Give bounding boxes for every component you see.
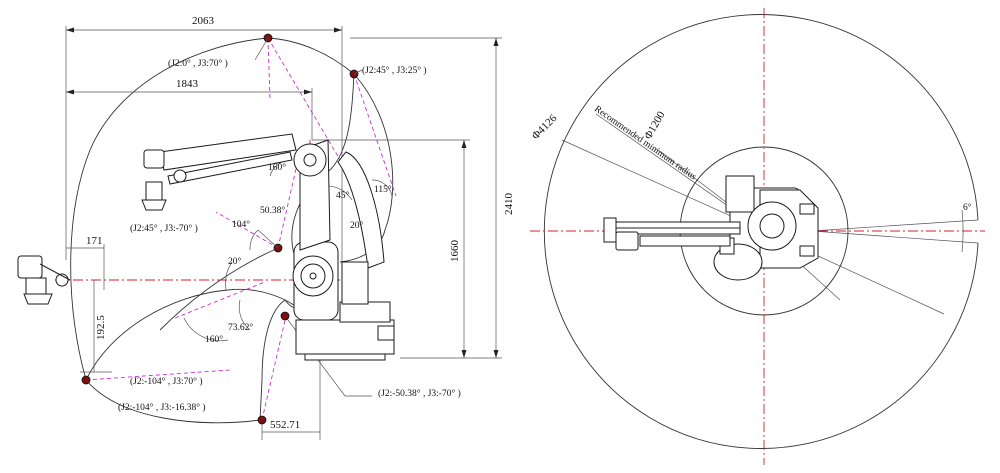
dim-552-71: 552.71 xyxy=(270,419,300,431)
pose-label-2: (J2:45° , J3:25° ) xyxy=(362,65,427,76)
angle-45: 45° xyxy=(336,190,350,201)
dim-1660: 1660 xyxy=(449,240,461,263)
angle-20-left: 20° xyxy=(228,256,242,267)
angle-104: 104° xyxy=(232,219,250,230)
dim-1843: 1843 xyxy=(176,78,199,90)
robot-top xyxy=(603,175,819,281)
angle-73-62: 73.62° xyxy=(228,322,253,333)
min-radius-label: Recommended minimum radius xyxy=(592,104,698,182)
pose-label-1: (J2:0° , J3:70° ) xyxy=(168,58,228,69)
dim-171: 171 xyxy=(86,235,103,247)
side-view: 2063 1843 171 2410 1660 192.5 552.71 160… xyxy=(17,15,515,440)
pose-label-3: (J2:45° , J3:-70° ) xyxy=(130,223,198,234)
inner-envelope-arc xyxy=(339,73,394,263)
pose-label-4: (J2:-104° , J3:70° ) xyxy=(130,376,203,387)
leader-lines xyxy=(254,37,363,249)
trajectory-lines xyxy=(85,37,397,421)
envelope-mid-arc xyxy=(159,247,279,331)
dimension-lines xyxy=(65,26,502,440)
dim-2063: 2063 xyxy=(192,15,215,27)
angle-20-right: 20° xyxy=(350,220,364,231)
work-envelope-outline xyxy=(70,37,355,424)
dim-2410: 2410 xyxy=(503,193,515,216)
outer-reach-circle xyxy=(543,14,979,449)
dim-192-5: 192.5 xyxy=(95,315,107,340)
robot-side xyxy=(17,133,395,361)
top-view: Φ4126 Φ1200 Recommended minimum radius 6… xyxy=(530,8,985,465)
angle-6: 6° xyxy=(963,202,972,213)
pose-label-6: (J2:-50.38° , J3:-70° ) xyxy=(378,388,461,399)
angle-50-38: 50.38° xyxy=(260,205,285,216)
envelope-lower-arc xyxy=(85,288,301,381)
angle-160-bottom: 160° xyxy=(205,334,223,345)
pose-label-5: (J2:-104° , J3:-16.38° ) xyxy=(118,402,206,413)
angle-115: 115° xyxy=(374,184,392,195)
diameter-inner: Φ1200 xyxy=(642,109,668,141)
diameter-outer: Φ4126 xyxy=(530,112,560,142)
angle-160-top: 160° xyxy=(268,162,286,173)
